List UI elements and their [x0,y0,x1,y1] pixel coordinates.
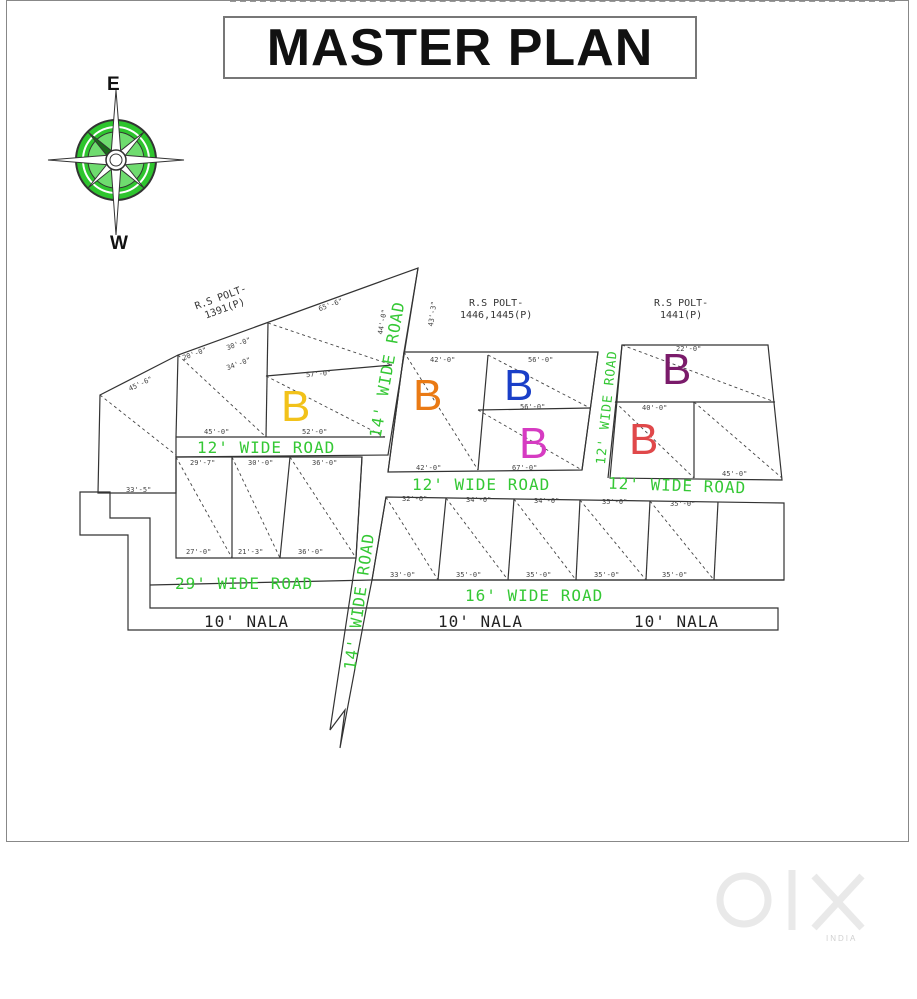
dimension-label: 35'-0" [594,571,620,579]
top-dashed-border [230,0,895,5]
survey-plot-1446: R.S POLT- 1446,1445(P) [460,298,532,322]
block-label-orange: B [413,371,443,420]
page-title: MASTER PLAN [266,18,654,77]
dimension-label: 56'-0" [528,356,554,364]
block-label-yellow: B [281,382,311,431]
survey-plot-label: R.S POLT- [469,298,524,309]
dimension-label: 27'-0" [186,548,212,556]
block-label-purple: B [662,345,692,394]
dimension-label: 36'-0" [312,459,338,467]
dimension-label: 22'-0" [676,345,702,353]
survey-plot-number: 1441(P) [660,310,703,321]
dimension-label: 35'-0" [670,500,696,508]
dimension-label: 42'-0" [430,356,456,364]
dimension-label: 45'-0" [722,470,748,478]
block-label-magenta: B [519,419,549,468]
block-label-red: B [629,415,659,464]
olx-watermark-logo [716,870,865,931]
map-frame [6,0,909,842]
dimension-label: 35'-0" [526,571,552,579]
nala-label-2: 10' NALA [438,612,524,631]
dimension-label: 36'-0" [298,548,324,556]
road-label-16ft: 16' WIDE ROAD [465,586,604,605]
dimension-label: 33'-0" [390,571,416,579]
dimension-label: 67'-0" [512,464,538,472]
dimension-label: 42'-0" [416,464,442,472]
dimension-label: 45'-0" [204,428,230,436]
nala-label-1: 10' NALA [204,612,290,631]
dimension-label: 34'-0" [534,497,560,505]
dimension-label: 40'-0" [642,404,668,412]
compass-west-label: W [110,233,128,254]
dimension-label: 33'-5" [126,486,152,494]
dimension-label: 34'-0" [466,496,492,504]
survey-plot-1441: R.S POLT- 1441(P) [654,298,708,322]
dimension-label: 35'-0" [662,571,688,579]
dimension-label: 32'-6" [402,495,428,503]
survey-plot-label: R.S POLT- [654,298,709,309]
nala-label-3: 10' NALA [634,612,720,631]
dimension-label: 52'-0" [302,428,328,436]
block-label-blue: B [504,361,534,410]
dimension-label: 35'-0" [456,571,482,579]
title-box: MASTER PLAN [223,16,697,79]
compass-icon [47,89,185,236]
olx-watermark-subtext: INDIA [826,934,858,943]
dimension-label: 56'-0" [520,403,546,411]
dimension-label: 29'-7" [190,459,216,467]
compass-east-label: E [107,74,120,95]
dimension-label: 35'-0" [602,498,628,506]
dimension-label: 21'-3" [238,548,264,556]
road-label-12ft-center: 12' WIDE ROAD [412,475,551,494]
dimension-label: 30'-0" [248,459,274,467]
road-label-12ft-left: 12' WIDE ROAD [197,438,336,457]
survey-plot-number: 1446,1445(P) [460,310,533,321]
road-label-29ft: 29' WIDE ROAD [175,574,314,593]
